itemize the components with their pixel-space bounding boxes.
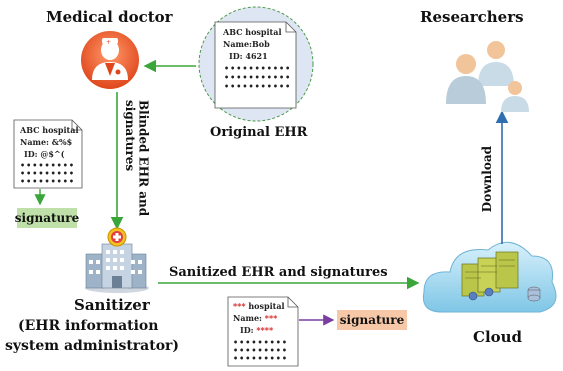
sanitized-line2-label: Name:	[233, 313, 263, 323]
original-doc-line3: ID: 4621	[229, 51, 268, 61]
cloud-label: Cloud	[473, 328, 523, 346]
blinded-doc-line3: ID: @$^(	[24, 149, 65, 159]
original-ehr-label: Original EHR	[210, 125, 308, 140]
sanitized-mask-3: ****	[253, 325, 274, 335]
blinded-doc-line1: ABC hospital	[20, 125, 79, 135]
sanitizer-building-icon	[85, 227, 149, 293]
sanitized-line1-rest: hospital	[245, 301, 285, 311]
sanitizer-role-line2: system administrator)	[5, 338, 180, 354]
sanitizer-role-line1: (EHR information	[18, 318, 159, 334]
original-doc-line2: Name:Bob	[223, 39, 270, 49]
blinded-line2: signatures	[122, 100, 137, 172]
sanitized-doc-line1: *** hospital	[233, 302, 285, 310]
blinded-ehr-document	[13, 119, 83, 189]
blinded-doc-dots: •••••••••••••••••••••••••••	[20, 160, 76, 186]
download-label: Download	[480, 146, 494, 213]
blinded-doc-line2: Name: &%$	[20, 137, 73, 147]
medical-doctor-label: Medical doctor	[46, 8, 173, 26]
doctor-icon: +	[81, 31, 139, 89]
blinded-signature-box: signature	[15, 208, 79, 228]
researchers-icon	[446, 41, 529, 112]
cloud-servers-icon	[422, 241, 557, 313]
sanitized-ehr-document	[227, 296, 299, 367]
original-doc-line1: ABC hospital	[223, 27, 282, 37]
sanitized-mask-2: ***	[262, 313, 278, 323]
sanitizer-label: Sanitizer	[74, 296, 150, 314]
sanitized-doc-dots: •••••••••••••••••••••••••••	[233, 337, 289, 363]
svg-text:+: +	[106, 39, 111, 46]
researchers-label: Researchers	[420, 8, 524, 26]
sanitized-line3-label: ID:	[240, 325, 254, 335]
sanitized-mask-1: ***	[233, 301, 246, 311]
sanitized-signature-box: signature	[337, 310, 407, 330]
original-ehr-circle	[198, 6, 314, 122]
sanitized-ehr-label: Sanitized EHR and signatures	[169, 265, 388, 280]
sanitized-doc-line3: ID: ****	[240, 326, 273, 334]
blinded-line1: Blinded EHR and	[136, 100, 151, 217]
original-doc-dots: •••••••••••••••••••••••••••••••••	[224, 63, 292, 91]
sanitized-doc-line2: Name: ***	[233, 314, 277, 322]
